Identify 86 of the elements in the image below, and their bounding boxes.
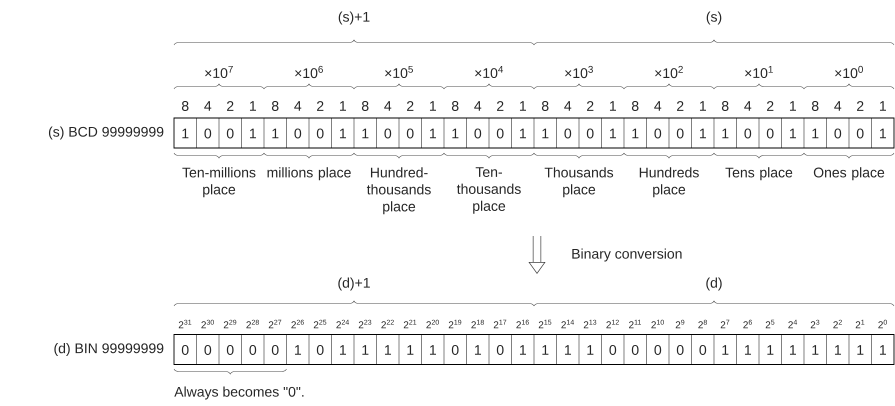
bit-digit: 1	[812, 345, 818, 355]
bit-digit: 1	[722, 128, 728, 138]
bit-digit: 1	[834, 345, 841, 355]
bit-digit: 1	[294, 345, 302, 355]
bit-digit: 1	[384, 345, 392, 355]
bit-digit: 1	[857, 345, 864, 355]
bit-digit: 1	[790, 128, 796, 138]
bit-digit: 1	[542, 128, 548, 138]
decimal-weight: ×10$^{5}$	[385, 66, 413, 78]
bit-digit: 1	[362, 345, 368, 355]
bit-digit: 1	[362, 128, 368, 138]
decimal-weight: ×10$^{7}$	[205, 66, 233, 78]
place-label: Hundred-thousands place	[366, 167, 431, 214]
place-label: Ones place	[814, 167, 884, 180]
decimal-weight: ×10$^{1}$	[745, 66, 773, 78]
place-label: Ten-millions place	[182, 167, 256, 198]
decimal-weight: ×10$^{2}$	[655, 66, 683, 78]
word-label: (d)+1	[338, 277, 370, 291]
bit-digit: 1	[340, 128, 346, 138]
bit-digit: 0	[496, 345, 504, 355]
bit-digit: 0	[226, 345, 234, 355]
bit-digit: 0	[609, 345, 616, 355]
place-label: Ten-thousands place	[456, 167, 521, 214]
bit-digit: 1	[340, 345, 346, 355]
bit-digit: 1	[474, 345, 482, 355]
bit-digit: 0	[632, 345, 639, 355]
bit-digit: 0	[249, 345, 256, 355]
bit-digit: 1	[722, 345, 728, 355]
bit-digit: 1	[610, 128, 616, 138]
bit-digit: 0	[856, 128, 864, 138]
bit-digit: 0	[182, 345, 189, 355]
place-label: Hundreds place	[640, 167, 699, 198]
bit-digit: 1	[632, 128, 638, 138]
bit-digit: 1	[407, 345, 414, 355]
bit-digit: 0	[699, 345, 706, 355]
bit-digit: 1	[452, 128, 458, 138]
bit-digit: 0	[654, 345, 662, 355]
bit-digit: 1	[790, 345, 796, 355]
bit-digit: 1	[520, 128, 526, 138]
bit-digit: 1	[564, 345, 572, 355]
place-label: Thousands place	[544, 167, 614, 198]
bit-digit: 1	[542, 345, 548, 355]
bit-digit: 0	[676, 345, 684, 355]
decimal-weight: ×10$^{6}$	[295, 66, 323, 78]
place-label: Tens place	[725, 167, 792, 180]
bit-digit: 0	[676, 128, 684, 138]
bit-digit: 1	[767, 345, 774, 355]
note: Always becomes "0".	[174, 386, 304, 400]
bit-digit: 0	[406, 128, 414, 138]
bit-digit: 0	[766, 128, 774, 138]
bit-digit: 0	[496, 128, 504, 138]
bit-digit: 0	[452, 345, 459, 355]
bit-digit: 1	[700, 128, 706, 138]
word-label: (s)+1	[338, 11, 370, 25]
bit-digit: 1	[182, 128, 188, 138]
bit-digit: 1	[430, 345, 436, 355]
bit-digit: 0	[384, 128, 392, 138]
bit-digit: 0	[654, 128, 662, 138]
bit-digit: 0	[272, 345, 279, 355]
decimal-weight: ×10$^{3}$	[565, 66, 593, 78]
bit-digit: 0	[226, 128, 234, 138]
bit-digit: 0	[204, 128, 212, 138]
bit-digit: 0	[204, 345, 212, 355]
bit-digit: 0	[316, 128, 324, 138]
bit-digit: 0	[564, 128, 572, 138]
bit-digit: 1	[520, 345, 526, 355]
bit-digit: 1	[744, 345, 751, 355]
word-label: (d)	[706, 277, 722, 291]
bit-digit: 1	[272, 128, 278, 138]
bit-digit: 0	[744, 128, 752, 138]
bit-digit: 1	[880, 128, 886, 138]
bit-digit: 0	[294, 128, 302, 138]
place-label: millions place	[268, 167, 351, 180]
bit-digit: 0	[316, 345, 324, 355]
decimal-weight: ×10$^{4}$	[475, 66, 504, 78]
word-label: (s)	[706, 11, 722, 25]
bit-digit: 1	[880, 345, 886, 355]
bit-digit: 1	[587, 345, 594, 355]
bit-digit: 0	[586, 128, 594, 138]
bit-digit: 0	[834, 128, 842, 138]
conversion-label: Binary conversion	[572, 248, 682, 262]
bit-digit: 1	[250, 128, 256, 138]
bit-digit: 0	[474, 128, 482, 138]
decimal-weight: ×10$^{0}$	[835, 66, 863, 78]
bit-digit: 1	[430, 128, 436, 138]
bit-digit: 1	[812, 128, 818, 138]
